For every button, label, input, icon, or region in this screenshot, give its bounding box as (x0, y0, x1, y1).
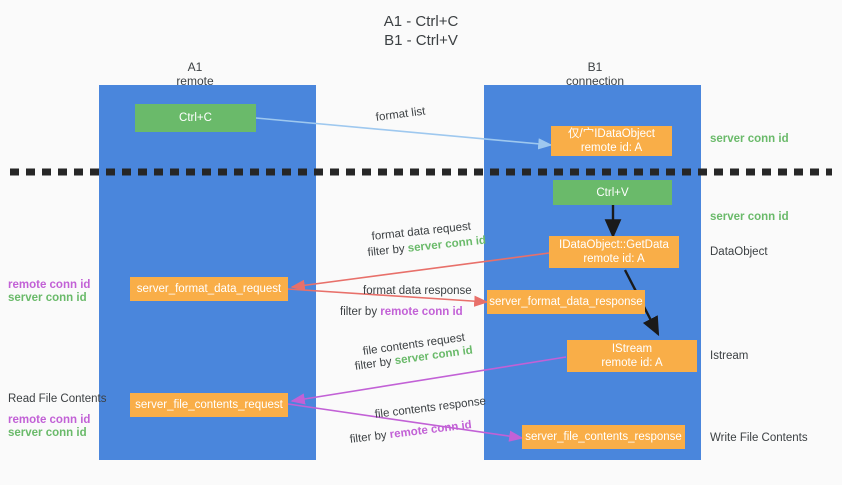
format-data-request-filter-prefix: filter by (367, 242, 409, 259)
node-server-format-data-request-label: server_format_data_request (136, 283, 282, 295)
lane-b1-title: B1 (587, 60, 603, 74)
lane-header-a1: A1 remote (130, 60, 260, 88)
node-getdata[interactable]: IDataObject::GetData remote id: A (549, 236, 679, 268)
format-data-response-filter-value: remote conn id (380, 306, 463, 318)
node-ctrl-v[interactable]: Ctrl+V (553, 180, 672, 205)
note-server-conn-id-left-mid: server conn id (8, 292, 87, 304)
arrow-file-contents-response (287, 403, 524, 442)
lane-a1-subtitle: remote (176, 74, 214, 88)
lane-header-b1: B1 connection (530, 60, 660, 88)
node-server-file-contents-response-label: server_file_contents_response (525, 431, 682, 443)
node-istream[interactable]: IStream remote id: A (567, 340, 697, 372)
node-istream-line1: IStream (611, 343, 653, 355)
lane-a1-title: A1 (187, 60, 203, 74)
format-data-response-filter-prefix: filter by (340, 306, 381, 318)
node-getdata-line2: remote id: A (583, 253, 645, 265)
note-server-conn-id-top: server conn id (710, 133, 789, 145)
node-server-format-data-response-label: server_format_data_response (489, 296, 643, 308)
node-getdata-line1: IDataObject::GetData (559, 239, 669, 251)
note-istream: Istream (710, 350, 749, 362)
node-ctrl-c[interactable]: Ctrl+C (135, 104, 256, 132)
note-write-file-contents: Write File Contents (710, 432, 808, 444)
edge-label-format-data-response-filter: filter by remote conn id (340, 305, 463, 320)
arrow-format-list (255, 117, 553, 150)
note-server-conn-id-low: server conn id (8, 427, 87, 439)
note-remote-conn-id-low: remote conn id (8, 414, 91, 426)
node-server-file-contents-request[interactable]: server_file_contents_request (130, 393, 288, 417)
arrow-format-data-request (290, 252, 550, 291)
node-idataobject[interactable]: 仅/⼧IDataObject remote id: A (551, 126, 672, 156)
node-server-format-data-response[interactable]: server_format_data_response (487, 290, 645, 314)
note-read-file-contents: Read File Contents (8, 393, 107, 405)
note-server-conn-id-mid: server conn id (710, 211, 789, 223)
node-server-file-contents-request-label: server_file_contents_request (135, 399, 283, 411)
edge-label-format-data-response: format data response (363, 285, 472, 297)
node-server-format-data-request[interactable]: server_format_data_request (130, 277, 288, 301)
node-ctrl-v-line1: Ctrl+V (596, 186, 629, 199)
note-remote-conn-id-mid: remote conn id (8, 279, 91, 291)
arrow-format-data-response (287, 288, 489, 307)
node-idataobject-line1: 仅/⼧IDataObject (568, 128, 655, 140)
diagram-title-line1: A1 - Ctrl+C (383, 13, 459, 30)
node-ctrl-c-line1: Ctrl+C (179, 112, 212, 124)
note-dataobject: DataObject (710, 246, 768, 258)
arrow-file-contents-request (290, 356, 567, 405)
node-idataobject-line2: remote id: A (580, 142, 643, 154)
lane-b1-subtitle: connection (565, 74, 625, 88)
diagram-title: A1 - Ctrl+C B1 - Ctrl+V (0, 12, 842, 50)
node-server-file-contents-response[interactable]: server_file_contents_response (522, 425, 685, 449)
file-contents-response-filter-prefix: filter by (349, 429, 391, 446)
diagram-title-line2: B1 - Ctrl+V (384, 32, 458, 49)
node-istream-line2: remote id: A (601, 357, 663, 369)
